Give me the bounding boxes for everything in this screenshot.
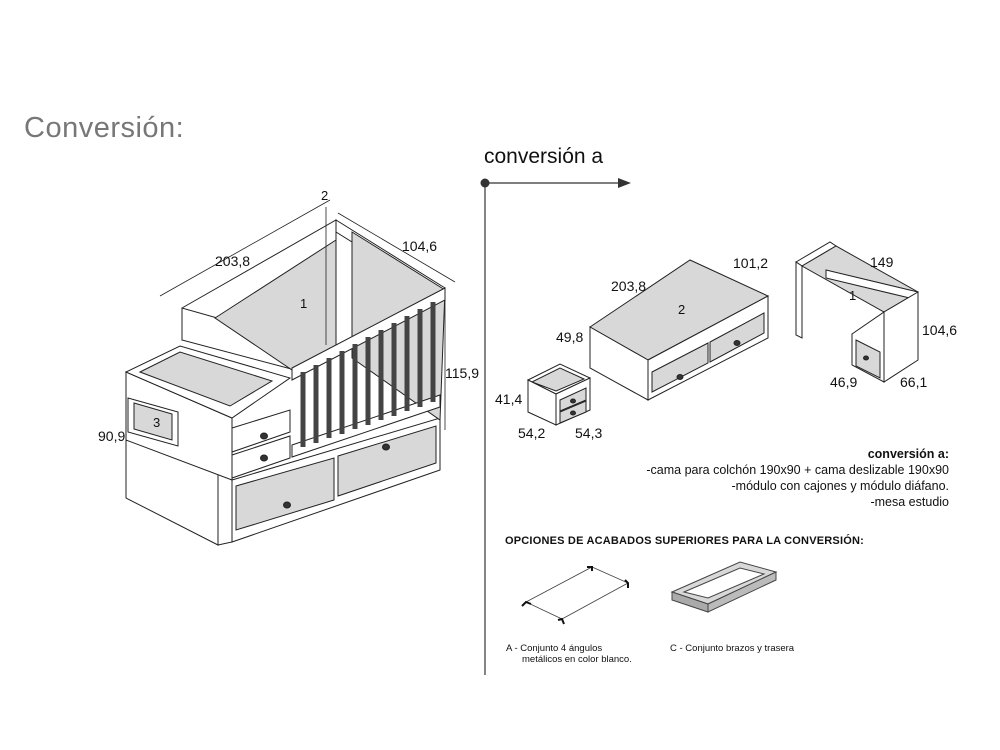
option-a-illustration xyxy=(521,566,629,625)
option-a-line2: metálicos en color blanco. xyxy=(522,654,632,665)
nightstand-depth-dim: 54,3 xyxy=(575,425,603,441)
page-title: Conversión: xyxy=(24,112,185,144)
description-line: -mesa estudio xyxy=(870,495,949,509)
option-a-caption: A - Conjunto 4 ángulos metálicos en colo… xyxy=(506,643,632,665)
description-line: -cama para colchón 190x90 + cama desliza… xyxy=(646,463,949,477)
conversion-bed-drawing xyxy=(589,259,770,401)
conversion-subtitle: conversión a xyxy=(484,145,604,168)
bed-height-dim: 49,8 xyxy=(556,329,584,345)
bed-length-dim: 203,8 xyxy=(611,278,647,294)
crib-depth-dim: 104,6 xyxy=(402,238,438,254)
desk-marker: 1 xyxy=(849,288,857,303)
changer-marker: 3 xyxy=(153,415,161,430)
desk-drawing xyxy=(795,241,920,383)
nightstand-width-dim: 54,2 xyxy=(518,425,546,441)
crib-marker: 1 xyxy=(300,296,308,311)
option-c-illustration xyxy=(670,561,778,613)
bed-depth-dim: 101,2 xyxy=(733,255,769,271)
options-title: OPCIONES DE ACABADOS SUPERIORES PARA LA … xyxy=(505,535,864,547)
nightstand-drawing xyxy=(526,363,592,426)
option-a-line1: A - Conjunto 4 ángulos xyxy=(506,643,603,654)
conversion-arrow xyxy=(480,178,631,675)
description-line: -módulo con cajones y módulo diáfano. xyxy=(731,479,950,493)
option-c-caption: C - Conjunto brazos y trasera xyxy=(670,643,794,654)
conversion-description: conversión a: -cama para colchón 190x90 … xyxy=(646,446,949,510)
crib-bed-marker: 2 xyxy=(321,188,329,203)
desk-height-dim: 104,6 xyxy=(922,322,958,338)
changer-height-dim: 90,9 xyxy=(98,428,126,444)
crib-height-dim: 115,9 xyxy=(445,365,479,381)
bed-marker: 2 xyxy=(678,302,686,317)
nightstand-height-dim: 41,4 xyxy=(495,391,523,407)
desk-depth-dim: 46,9 xyxy=(830,374,858,390)
description-title: conversión a: xyxy=(867,447,949,461)
crib-length-dim: 203,8 xyxy=(215,253,251,269)
option-c-line1: C - Conjunto brazos y trasera xyxy=(670,643,795,654)
desk-module-width-dim: 66,1 xyxy=(900,374,928,390)
crib-drawing xyxy=(124,199,456,546)
desk-length-dim: 149 xyxy=(870,254,894,270)
